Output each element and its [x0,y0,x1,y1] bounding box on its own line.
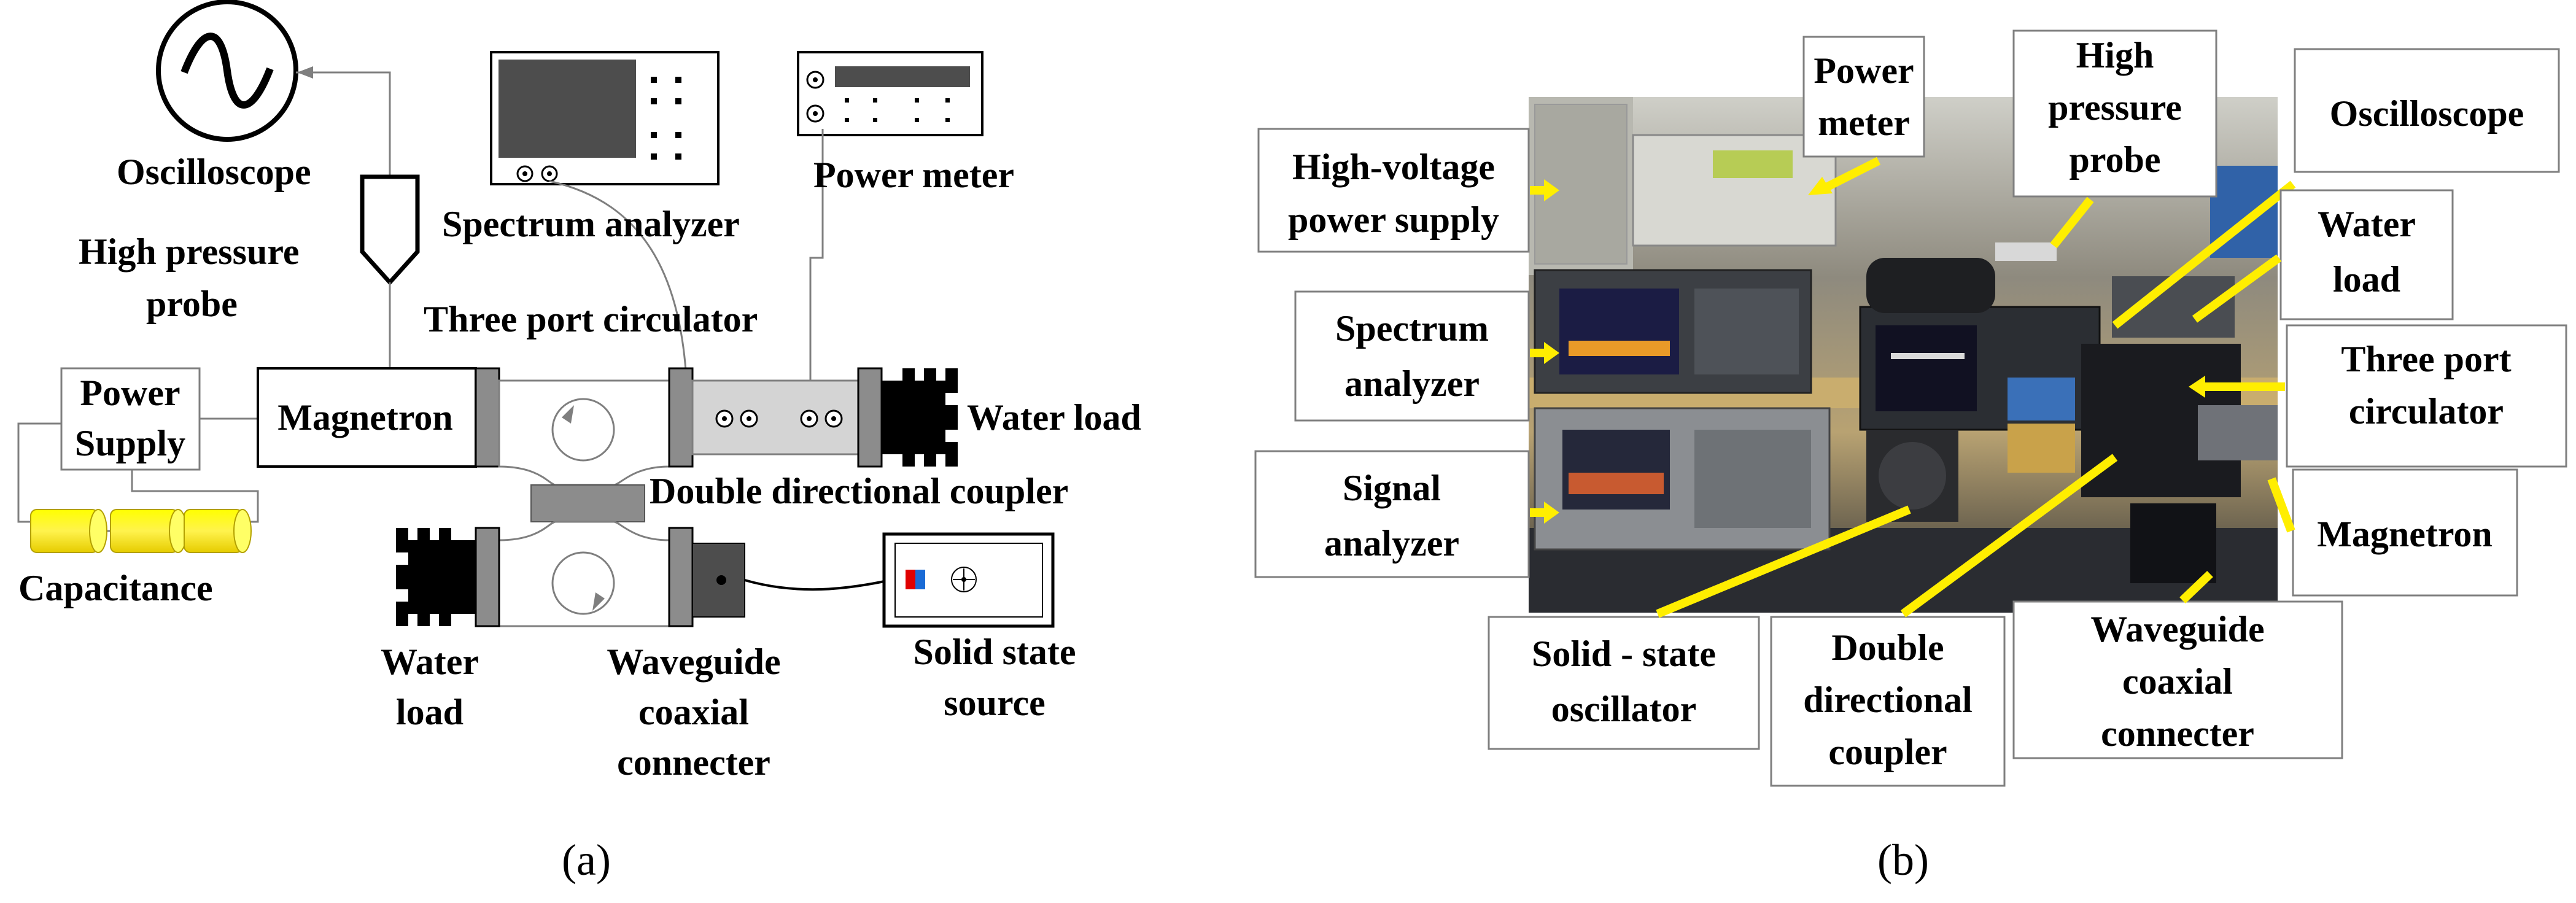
label-b-circulator-1: Three port [2341,339,2511,379]
label-solid-source-2: source [944,683,1046,723]
label-power-supply-1: Power [80,373,180,413]
three-port-circulator [498,367,694,486]
label-b-water-1: Water [2318,204,2416,244]
annotation-circulator: Three port circulator [2189,324,2567,468]
label-b-waveguide-3: connecter [2101,713,2254,754]
label-water-load-right: Water load [967,397,1141,438]
label-probe-1: High pressure [79,231,300,272]
water-load-left-icon [396,528,476,626]
panel-a-schematic: Oscilloscope High pressure probe Spectru… [17,0,1141,885]
label-magnetron: Magnetron [277,397,453,438]
annotation-high-probe: High pressure probe [2012,29,2217,249]
supply-cap-line-left [17,422,61,523]
coax-cable [744,579,891,591]
label-water-load-left-1: Water [381,641,479,682]
label-solid-source-1: Solid state [913,632,1076,672]
label-b-power-meter-1: Power [1814,50,1914,91]
label-b-probe-1: High [2076,35,2154,76]
spectrum-analyzer-icon [490,51,720,185]
spectrum-cable [549,180,689,418]
label-spectrum-analyzer: Spectrum analyzer [442,204,740,244]
annotation-solid-state: Solid - state oscillator [1488,505,1911,750]
lab-photo [1529,97,2278,613]
connecter-port [716,575,726,585]
label-double-directional-coupler: Double directional coupler [650,471,1068,511]
oscilloscope-icon [156,0,298,142]
label-b-power-meter-2: meter [1818,103,1910,143]
magnetron-flange [475,367,500,468]
label-b-waveguide-2: coaxial [2122,661,2233,702]
label-b-coupler-2: directional [1803,680,1973,720]
probe-signal-line [296,71,391,177]
caption-a: (a) [562,835,611,885]
caption-b: (b) [1877,835,1929,885]
double-directional-coupler [691,367,883,468]
label-oscilloscope: Oscilloscope [117,152,311,192]
label-b-hv-2: power supply [1288,200,1499,240]
label-b-signal-2: analyzer [1324,523,1459,564]
arrow-head [297,66,313,79]
annotation-spectrum: Spectrum analyzer [1294,290,1559,422]
label-capacitance: Capacitance [18,568,213,608]
label-b-hv-1: High-voltage [1292,147,1495,187]
label-waveguide-1: Waveguide [607,641,780,682]
label-b-solid-1: Solid - state [1532,634,1716,674]
label-b-oscilloscope: Oscilloscope [2330,93,2524,134]
label-b-waveguide-1: Waveguide [2090,609,2264,649]
supply-cap-line-right [131,470,259,523]
label-b-solid-2: oscillator [1551,689,1697,729]
power-meter-cable [809,129,824,417]
lower-circulator [475,521,694,627]
solid-state-source-icon [882,532,1055,628]
annotation-oscilloscope: Oscilloscope [2112,48,2560,329]
annotation-signal: Signal analyzer [1254,450,1559,578]
label-probe-2: probe [146,284,238,324]
power-supply-box [60,367,201,471]
label-b-spectrum-2: analyzer [1344,363,1480,404]
panel-b-photo: Power meter High pressure probe Oscillos… [1254,29,2567,885]
label-b-probe-3: probe [2070,139,2161,180]
label-b-magnetron: Magnetron [2317,514,2493,554]
label-b-signal-1: Signal [1343,468,1441,508]
label-b-coupler-1: Double [1831,627,1944,668]
water-load-right-icon [882,368,958,467]
label-b-coupler-3: coupler [1828,732,1947,772]
label-waveguide-2: coaxial [638,692,749,732]
label-power-meter: Power meter [813,155,1014,195]
label-b-water-2: load [2333,259,2400,300]
label-three-port-circulator: Three port circulator [424,299,758,339]
label-power-supply-2: Supply [75,423,185,463]
label-waveguide-3: connecter [617,742,770,783]
capacitance-icon [30,509,252,553]
power-meter-icon [797,51,983,136]
annotation-coupler: Double directional coupler [1770,454,2118,787]
annotation-magnetron: Magnetron [2267,468,2518,597]
label-water-load-left-2: load [396,692,464,732]
label-b-probe-2: pressure [2048,87,2182,128]
magnetron-box [257,367,477,468]
label-b-circulator-2: circulator [2349,391,2504,432]
coupler-bar [530,484,645,522]
annotation-waveguide: Waveguide coaxial connecter [2012,570,2343,759]
label-b-spectrum-1: Spectrum [1335,308,1489,349]
annotation-hv-supply: High-voltage power supply [1257,128,1559,253]
annotation-power-meter: Power meter [1802,36,1925,195]
annotation-water-load: Water load [2192,189,2454,323]
high-pressure-probe-icon [360,174,420,286]
